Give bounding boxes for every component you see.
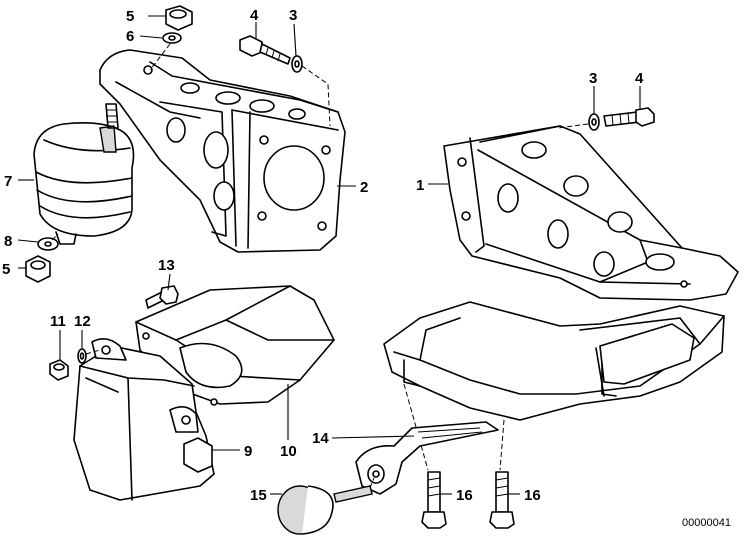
document-id: 00000041 xyxy=(682,517,731,529)
callout-10: 10 xyxy=(280,443,297,460)
washer-part-12 xyxy=(77,348,87,364)
callout-12: 12 xyxy=(74,313,91,330)
callout-16-right: 16 xyxy=(524,487,541,504)
nut-part-5-top xyxy=(165,5,193,31)
bracket-part-1 xyxy=(443,125,739,301)
callout-1: 1 xyxy=(416,177,424,194)
callout-8: 8 xyxy=(4,233,12,250)
nut-part-11 xyxy=(49,359,69,381)
cover-part-9 xyxy=(73,338,215,501)
callout-6: 6 xyxy=(126,28,134,45)
washer-part-8 xyxy=(37,237,59,251)
nut-part-5-bottom xyxy=(25,255,51,283)
washer-part-3-top xyxy=(291,55,303,73)
bolt-part-4-right xyxy=(603,107,655,127)
callout-2: 2 xyxy=(360,179,368,196)
callout-3-right: 3 xyxy=(589,70,597,87)
rubber-mount-part-7 xyxy=(33,103,135,245)
callout-labels: 1 2 3 3 4 4 5 5 6 7 8 9 10 11 12 13 14 1… xyxy=(2,7,644,504)
bolt-part-16-left xyxy=(421,471,447,529)
callout-5-bottom: 5 xyxy=(2,261,10,278)
heat-shield-part-10 xyxy=(135,285,335,406)
callout-7: 7 xyxy=(4,173,12,190)
callout-4-right: 4 xyxy=(635,70,644,87)
support-part-14 xyxy=(355,421,499,495)
bolt-part-13 xyxy=(145,285,179,309)
leader-lines xyxy=(17,15,641,495)
engine-bracket-part-2 xyxy=(99,49,346,253)
callout-9: 9 xyxy=(244,443,252,460)
callout-14: 14 xyxy=(312,430,329,447)
crossmember xyxy=(383,301,725,421)
callout-5-top: 5 xyxy=(126,8,134,25)
callout-11: 11 xyxy=(50,313,66,330)
stop-knob-part-15 xyxy=(277,485,373,535)
callout-3-top: 3 xyxy=(289,7,297,24)
bolt-part-4-top xyxy=(239,35,291,65)
washer-part-3-right xyxy=(588,113,600,131)
callout-15: 15 xyxy=(250,487,267,504)
callout-4-top: 4 xyxy=(250,7,259,24)
callout-16-left: 16 xyxy=(456,487,473,504)
washer-part-6 xyxy=(162,32,182,44)
callout-13: 13 xyxy=(158,257,175,274)
bolt-part-16-right xyxy=(489,471,515,529)
